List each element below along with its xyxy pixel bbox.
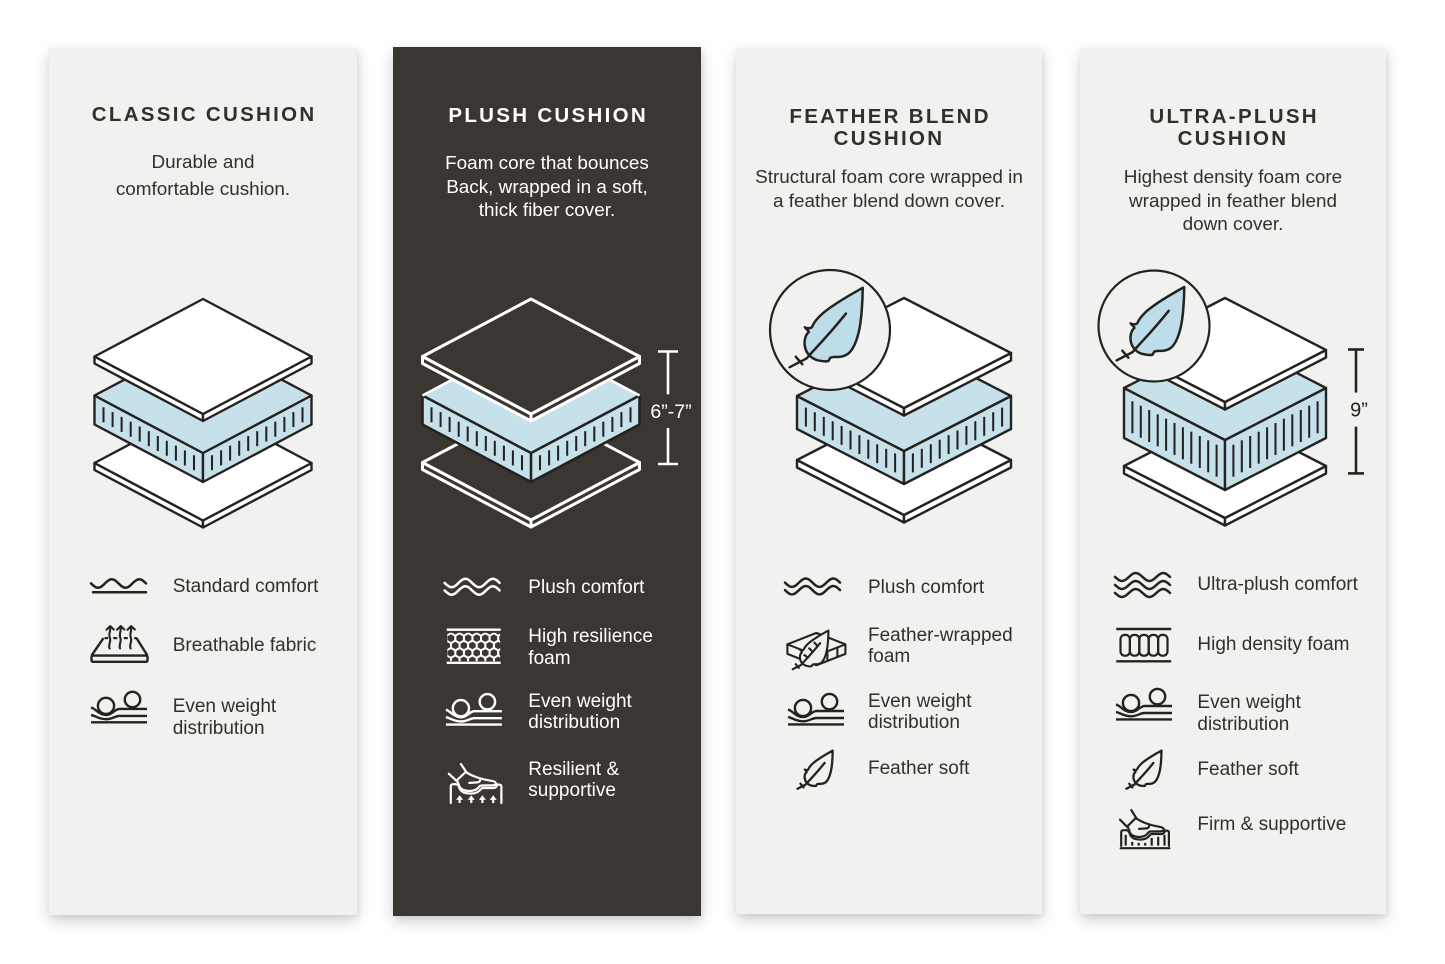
svg-text:9”: 9” bbox=[1350, 400, 1368, 422]
svg-text:6”-7”: 6”-7” bbox=[650, 401, 691, 423]
